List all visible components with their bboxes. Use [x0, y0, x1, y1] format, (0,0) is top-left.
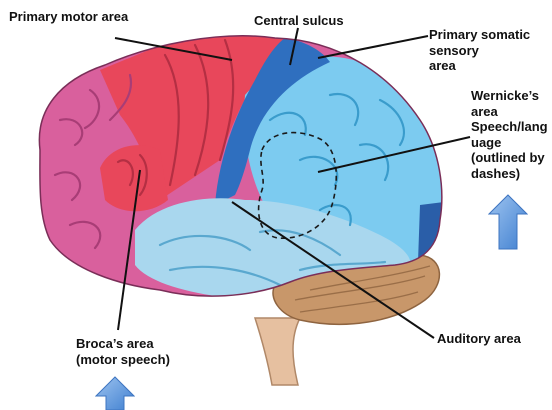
label-central-sulcus: Central sulcus — [254, 13, 344, 28]
brainstem — [253, 317, 302, 386]
wernicke-dashed-outline — [257, 131, 338, 239]
leader-line-wernicke — [317, 136, 471, 173]
up-arrow-icon — [488, 194, 528, 250]
up-arrow-icon — [95, 376, 135, 410]
leader-line-auditory — [231, 201, 435, 339]
label-brocas-area: Broca’s area (motor speech) — [76, 336, 170, 367]
somatosensory-region — [215, 38, 330, 205]
leader-line-broca — [117, 169, 141, 331]
leader-line-sulcus — [289, 27, 299, 66]
leader-line-motor — [114, 37, 233, 61]
label-wernickes-area: Wernicke’s area Speech/lang uage (outlin… — [471, 88, 548, 181]
label-auditory-area: Auditory area — [437, 331, 521, 346]
label-primary-somatic-sensory-area: Primary somatic sensory area — [429, 27, 531, 73]
label-primary-motor-area: Primary motor area — [9, 9, 129, 24]
leader-line-somatic — [317, 35, 429, 59]
broca-region — [100, 145, 168, 212]
